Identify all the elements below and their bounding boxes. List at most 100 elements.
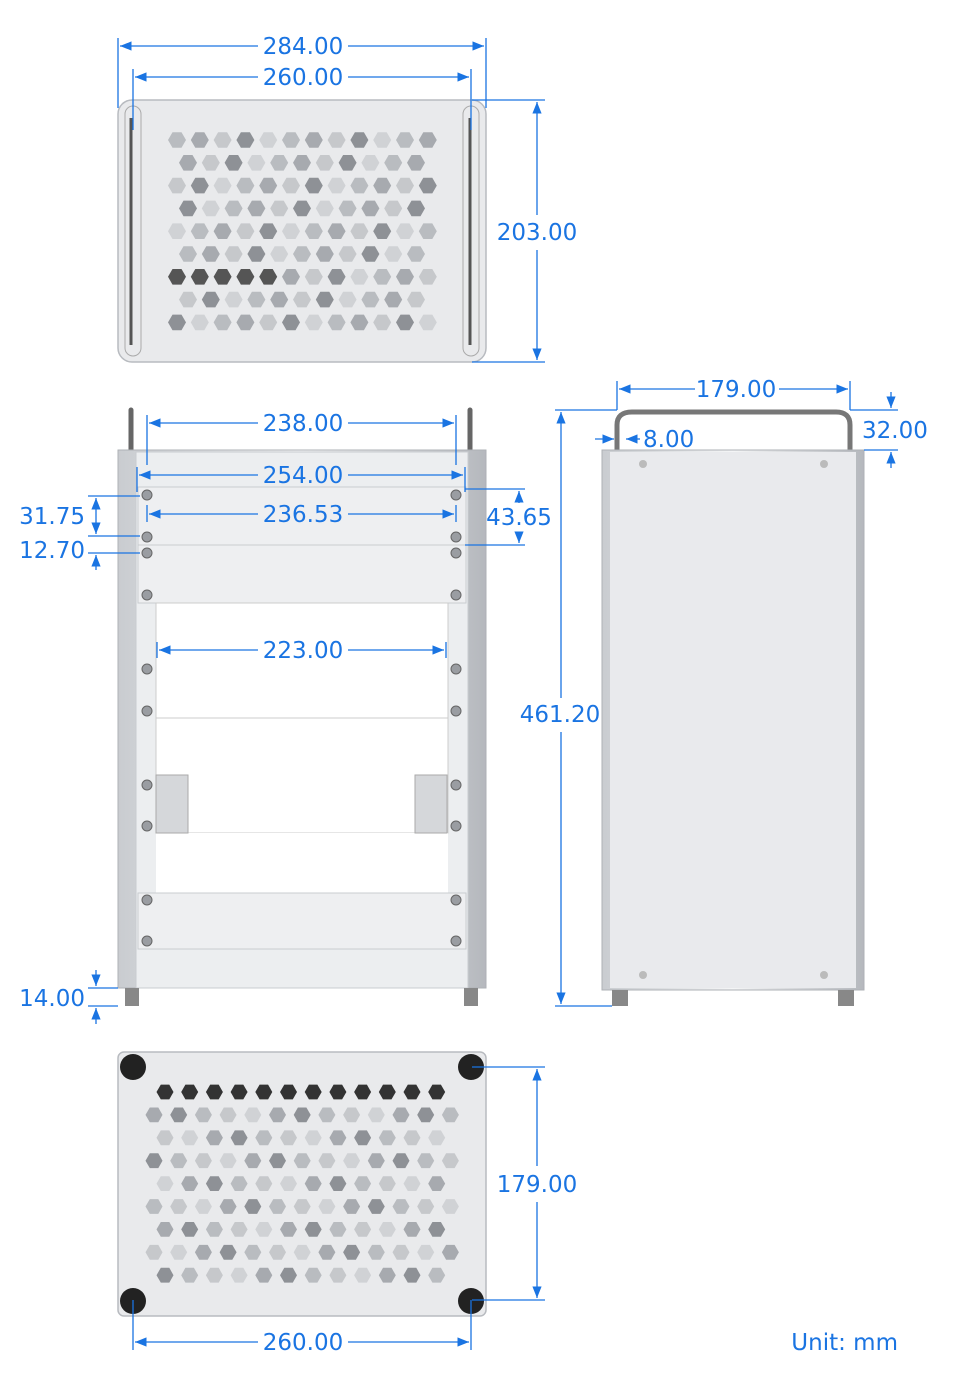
rack-screw xyxy=(450,663,462,675)
vent-hole xyxy=(179,155,197,171)
vent-hole xyxy=(354,1267,372,1283)
vent-hole xyxy=(236,223,255,239)
rack-screw xyxy=(450,820,462,832)
unit-label: Unit: mm xyxy=(791,1330,898,1356)
vent-hole xyxy=(181,1176,199,1191)
vent-hole xyxy=(280,1084,297,1100)
vent-hole xyxy=(270,200,289,217)
vent-hole xyxy=(407,246,425,262)
vent-hole xyxy=(417,1199,435,1214)
vent-hole xyxy=(205,1084,223,1100)
top-view xyxy=(117,99,487,363)
vent-hole xyxy=(269,1107,286,1123)
vent-hole xyxy=(280,1267,297,1283)
vent-hole xyxy=(378,1267,396,1283)
dim-handle-height: 32.00 xyxy=(862,418,928,444)
vent-hole xyxy=(219,1107,237,1123)
rack-screw xyxy=(450,894,462,906)
dim-hole-pitch: 31.75 xyxy=(19,504,85,530)
dim-handle-offset: 8.00 xyxy=(643,427,694,453)
vent-hole xyxy=(293,291,311,308)
vent-hole xyxy=(259,132,278,148)
vent-hole xyxy=(181,1222,199,1237)
vent-hole xyxy=(304,177,323,194)
vent-hole xyxy=(224,291,243,308)
rack-screw xyxy=(141,589,153,601)
vent-hole xyxy=(201,200,220,217)
vent-hole xyxy=(293,1153,311,1169)
vent-hole xyxy=(293,246,311,262)
vent-hole xyxy=(213,269,232,285)
vent-hole xyxy=(230,1267,248,1283)
vent-hole xyxy=(407,200,425,217)
vent-hole xyxy=(392,1199,410,1214)
dim-rack-width: 254.00 xyxy=(263,463,343,489)
vent-hole xyxy=(338,291,357,308)
vent-hole xyxy=(190,177,209,194)
vent-hole xyxy=(361,155,380,171)
vent-hole xyxy=(373,314,392,331)
vent-hole xyxy=(315,155,334,171)
vent-hole xyxy=(367,1244,385,1260)
vent-hole xyxy=(418,269,437,285)
vent-hole xyxy=(170,1199,188,1214)
vent-hole xyxy=(244,1244,262,1260)
vent-hole xyxy=(270,291,289,308)
vent-hole xyxy=(244,1153,262,1169)
vent-hole xyxy=(213,223,232,239)
vent-hole xyxy=(259,314,278,331)
vent-hole xyxy=(378,1130,396,1146)
vent-hole xyxy=(190,314,209,331)
vent-hole xyxy=(236,132,255,148)
bottom-view xyxy=(117,1051,487,1317)
vent-hole xyxy=(224,200,243,217)
vent-hole xyxy=(205,1267,223,1283)
vent-hole xyxy=(304,223,323,239)
vent-hole xyxy=(269,1199,286,1214)
vent-hole xyxy=(293,155,311,171)
vent-hole xyxy=(145,1107,163,1123)
vent-hole xyxy=(327,269,346,285)
vent-hole xyxy=(259,269,278,285)
vent-hole xyxy=(205,1130,223,1146)
vent-hole xyxy=(367,1153,385,1169)
vent-hole xyxy=(170,1107,188,1123)
rack-screw xyxy=(141,779,153,791)
dim-total-height: 461.20 xyxy=(520,702,600,728)
vent-hole xyxy=(392,1107,410,1123)
vent-hole xyxy=(219,1244,237,1260)
vent-hole xyxy=(170,1244,188,1260)
vent-hole xyxy=(373,223,392,239)
vent-hole xyxy=(338,246,357,262)
vent-hole xyxy=(318,1199,336,1214)
vent-hole xyxy=(354,1130,372,1146)
vent-hole xyxy=(236,314,255,331)
rack-screw xyxy=(450,779,462,791)
vent-hole xyxy=(201,291,220,308)
vent-hole xyxy=(378,1222,396,1237)
vent-hole xyxy=(417,1244,435,1260)
vent-hole xyxy=(282,132,300,148)
vent-hole xyxy=(205,1176,223,1191)
vent-hole xyxy=(403,1267,421,1283)
vent-hole xyxy=(282,269,300,285)
vent-hole xyxy=(224,155,243,171)
vent-hole xyxy=(255,1222,273,1237)
vent-hole xyxy=(224,246,243,262)
vent-hole xyxy=(384,200,403,217)
vent-hole xyxy=(350,314,369,331)
vent-hole xyxy=(194,1244,212,1260)
vent-hole xyxy=(244,1107,262,1123)
rack-screw xyxy=(450,547,462,559)
vent-hole xyxy=(293,1244,311,1260)
vent-hole xyxy=(145,1199,163,1214)
vent-hole xyxy=(282,314,300,331)
vent-hole xyxy=(304,1084,322,1100)
vent-hole xyxy=(230,1222,248,1237)
vent-hole xyxy=(350,223,369,239)
vent-hole xyxy=(378,1084,396,1100)
dimension-lines xyxy=(88,38,898,1350)
dim-bottom-width: 260.00 xyxy=(263,1330,343,1356)
vent-hole xyxy=(417,1107,435,1123)
vent-hex-pattern-bottom xyxy=(145,1084,459,1283)
